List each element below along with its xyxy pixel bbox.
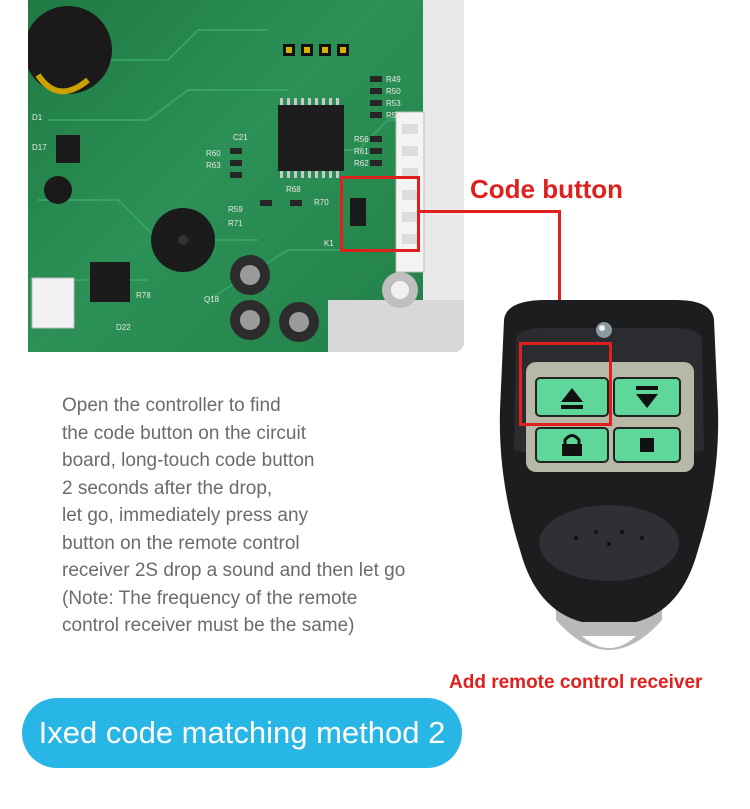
svg-text:R70: R70 [314, 198, 329, 207]
callout-connector-remote-horizontal [420, 210, 561, 213]
down-arrow-icon [636, 386, 658, 408]
svg-text:R53: R53 [386, 99, 401, 108]
eject-up-icon [561, 388, 583, 409]
svg-text:R61: R61 [354, 147, 369, 156]
svg-text:R60: R60 [206, 149, 221, 158]
svg-text:R71: R71 [228, 219, 243, 228]
remote-caption: Add remote control receiver [449, 672, 703, 693]
instruction-line: 2 seconds after the drop, [62, 477, 273, 499]
lock-icon [562, 434, 582, 456]
svg-text:R63: R63 [206, 161, 221, 170]
code-button-highlight [340, 176, 420, 252]
svg-text:R56: R56 [354, 135, 369, 144]
instruction-line: board, long-touch code button [62, 450, 315, 471]
svg-text:R78: R78 [136, 291, 151, 300]
instruction-line: Open the controller to find [62, 395, 281, 416]
svg-text:R62: R62 [354, 159, 369, 168]
svg-text:Q18: Q18 [204, 295, 220, 304]
instruction-text: Open the controller to find the code but… [62, 392, 482, 640]
instruction-line: (Note: The frequency of the remote [62, 587, 358, 609]
svg-text:C21: C21 [233, 133, 248, 142]
stop-icon [640, 438, 654, 452]
instruction-line: receiver 2S drop a sound and then let go [62, 560, 406, 581]
remote-button-highlight [519, 342, 612, 426]
svg-text:R50: R50 [386, 87, 401, 96]
remote-control-photo [486, 300, 732, 665]
svg-text:K1: K1 [324, 239, 334, 248]
page-title: Ixed code matching method 2 [38, 715, 446, 750]
instruction-line: the code button on the circuit [62, 422, 306, 444]
title-banner: Ixed code matching method 2 [22, 698, 462, 768]
instruction-line: control receiver must be the same) [62, 615, 355, 636]
svg-text:D22: D22 [116, 323, 131, 332]
instruction-line: let go, immediately press any [62, 505, 309, 526]
svg-text:D1: D1 [32, 113, 43, 122]
code-button-label: Code button [470, 174, 624, 204]
instruction-line: button on the remote control [62, 532, 300, 554]
callout-connector-remote-vertical [558, 210, 561, 344]
svg-text:R49: R49 [386, 75, 401, 84]
svg-text:R68: R68 [286, 185, 301, 194]
svg-text:D17: D17 [32, 143, 47, 152]
svg-text:R59: R59 [228, 205, 243, 214]
svg-text:R54: R54 [386, 111, 401, 120]
